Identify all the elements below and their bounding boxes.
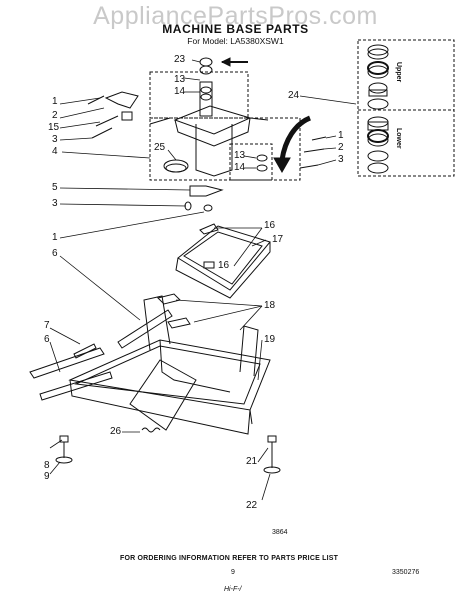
left-fasteners (87, 91, 139, 139)
upper-bearing-stack (367, 44, 389, 110)
bearing-group-box (149, 71, 249, 119)
corner-clip (157, 293, 181, 305)
callout-1: 1 (52, 96, 58, 107)
bearing-group-box-2 (229, 143, 273, 181)
callout-23: 23 (174, 54, 186, 65)
callout-13b: 13 (234, 150, 246, 161)
brake-bracket (189, 185, 224, 197)
callout-17: 17 (272, 234, 284, 245)
gear-case-group-box (149, 117, 301, 181)
lower-label: Lower (395, 128, 402, 149)
callout-3: 3 (52, 134, 58, 145)
lower-bearing-stack (367, 116, 389, 174)
callout-2b: 2 (338, 142, 344, 153)
callout-25: 25 (154, 142, 166, 153)
page-title: MACHINE BASE PARTS (162, 22, 309, 36)
callout-14: 14 (174, 86, 186, 97)
side-rails (29, 309, 173, 401)
callout-21: 21 (246, 456, 258, 467)
ordering-note: FOR ORDERING INFORMATION REFER TO PARTS … (120, 555, 339, 562)
document-number: 3350276 (392, 569, 420, 576)
corner-clip-2 (167, 317, 191, 329)
callout-14b: 14 (234, 162, 246, 173)
callout-1c: 1 (338, 130, 344, 141)
leveling-foot-right (263, 435, 281, 474)
callout-5: 5 (52, 182, 58, 193)
pump-mount-frame (175, 225, 271, 299)
callout-26: 26 (110, 426, 122, 437)
leveling-foot-left (55, 435, 73, 464)
handwritten-note: Hi-F-/ (224, 586, 242, 593)
curved-arrow-icon (279, 115, 312, 161)
callout-6b: 6 (44, 334, 50, 345)
callout-3b: 3 (52, 198, 58, 209)
model-number: For Model: LA5380XSW1 (187, 36, 284, 46)
callout-24: 24 (288, 90, 300, 101)
upper-label: Upper (395, 62, 402, 83)
callout-7: 7 (44, 320, 50, 331)
callout-1b: 1 (52, 232, 58, 243)
callout-13: 13 (174, 74, 186, 85)
callout-19: 19 (264, 334, 276, 345)
callout-2: 2 (52, 110, 58, 121)
page-number: 9 (231, 569, 235, 576)
drawing-number: 3864 (272, 529, 288, 536)
spring (141, 427, 161, 433)
agitator-shaft (199, 81, 213, 117)
callout-4: 4 (52, 146, 58, 157)
right-fasteners (256, 136, 327, 172)
callout-9: 9 (44, 471, 50, 482)
callout-15: 15 (48, 122, 60, 133)
callout-16b: 16 (218, 260, 230, 271)
callout-6: 6 (52, 248, 58, 259)
callout-3c: 3 (338, 154, 344, 165)
callout-22: 22 (246, 500, 258, 511)
watermark: AppliancePartsPros.com (93, 2, 378, 30)
gear-case (149, 57, 269, 177)
arrow-head-icon (220, 57, 231, 67)
leader-lines (49, 59, 357, 501)
bearing-kit-box (357, 39, 455, 177)
callout-18: 18 (264, 300, 276, 311)
callout-16: 16 (264, 220, 276, 231)
callout-8: 8 (44, 460, 50, 471)
